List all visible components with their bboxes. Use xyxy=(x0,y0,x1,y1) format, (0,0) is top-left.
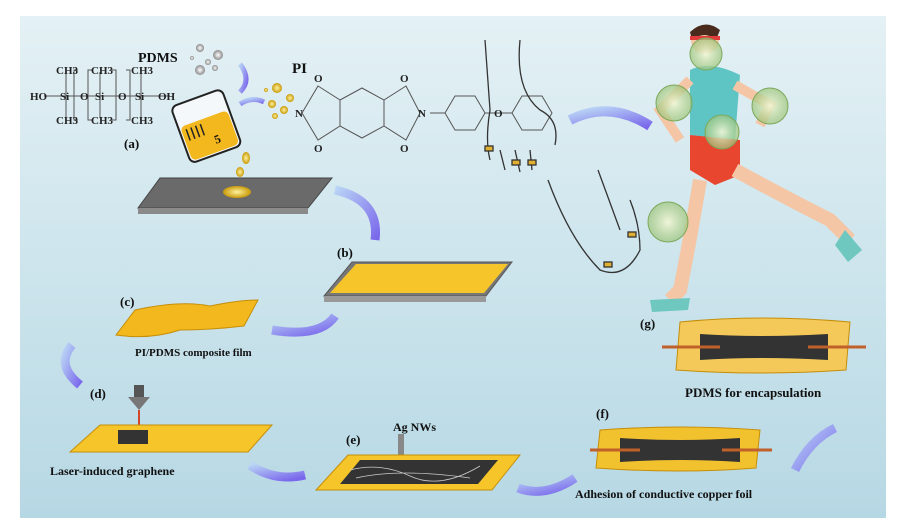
encapsulated-device xyxy=(662,317,866,374)
svg-text:O: O xyxy=(400,73,409,85)
pdms-label: PDMS xyxy=(138,51,178,66)
droplet xyxy=(236,167,244,177)
step-f-label: (f) xyxy=(596,406,609,421)
composite-film-label: PI/PDMS composite film xyxy=(135,347,252,359)
pi-label: PI xyxy=(292,61,307,77)
svg-text:Si: Si xyxy=(60,91,69,103)
svg-text:O: O xyxy=(118,91,127,103)
svg-text:N: N xyxy=(418,108,426,120)
copper-foil-label: Adhesion of conductive copper foil xyxy=(575,487,753,501)
svg-text:N: N xyxy=(295,108,303,120)
pi-particles xyxy=(264,83,294,119)
step-b-label: (b) xyxy=(337,245,353,260)
arrow-f-to-g xyxy=(790,423,838,473)
step-a-label: (a) xyxy=(124,136,139,151)
arrow-runner-to-hand xyxy=(567,106,653,131)
film-on-substrate xyxy=(322,261,514,302)
arrow-c-to-d xyxy=(60,342,83,389)
pdms-particles xyxy=(190,44,223,75)
svg-text:HO: HO xyxy=(30,91,48,103)
svg-text:Si: Si xyxy=(95,91,104,103)
svg-text:CH3: CH3 xyxy=(56,115,79,127)
step-e-label: (e) xyxy=(346,432,360,447)
droplet xyxy=(242,152,250,164)
svg-text:O: O xyxy=(314,73,323,85)
svg-text:CH3: CH3 xyxy=(56,65,79,77)
runner-illustration xyxy=(647,24,862,312)
beaker-mark: 5 xyxy=(212,131,222,146)
step-g-label: (g) xyxy=(640,316,655,331)
encapsulation-label: PDMS for encapsulation xyxy=(685,385,822,400)
ag-nws-film xyxy=(314,454,522,491)
copper-foil-device xyxy=(590,426,772,472)
ag-nws-label: Ag NWs xyxy=(393,420,436,434)
laser-patterned-film xyxy=(68,424,274,453)
ag-nws-dispenser xyxy=(398,434,404,456)
svg-text:O: O xyxy=(80,91,89,103)
svg-text:Si: Si xyxy=(135,91,144,103)
svg-text:O: O xyxy=(400,143,409,155)
step-c-label: (c) xyxy=(120,294,134,309)
arrow-d-to-e xyxy=(247,461,307,482)
beaker: 5 xyxy=(171,89,242,163)
svg-text:O: O xyxy=(314,143,323,155)
composite-film xyxy=(115,299,259,338)
substrate-plate xyxy=(137,177,334,214)
arrow-a-to-b xyxy=(333,185,380,241)
svg-text:CH3: CH3 xyxy=(91,115,114,127)
hand-illustration xyxy=(484,39,557,173)
step-d-label: (d) xyxy=(90,386,106,401)
svg-text:CH3: CH3 xyxy=(131,115,154,127)
arrow-pi-in xyxy=(238,96,266,107)
arrow-b-to-c xyxy=(271,313,339,337)
pdms-chemical-structure: CH3 CH3 CH3 CH3 CH3 CH3 HO Si O Si O Si … xyxy=(30,65,176,127)
svg-text:O: O xyxy=(494,108,503,120)
laser-graphene-label: Laser-induced graphene xyxy=(50,464,175,478)
arrow-pdms-in xyxy=(237,62,249,94)
svg-text:OH: OH xyxy=(158,91,176,103)
svg-text:CH3: CH3 xyxy=(131,65,154,77)
pi-chemical-structure: O O O O N N O xyxy=(295,73,553,155)
arrow-e-to-f xyxy=(516,474,578,496)
fist-illustration xyxy=(547,169,641,274)
svg-text:CH3: CH3 xyxy=(91,65,114,77)
